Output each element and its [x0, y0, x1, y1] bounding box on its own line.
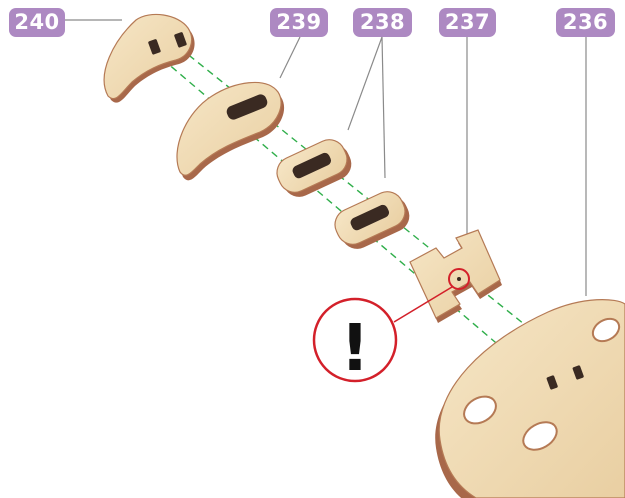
leader-line-239 [280, 37, 300, 78]
exclamation-icon: ! [340, 312, 369, 386]
leader-line-238a [348, 37, 382, 130]
leader-line-238b [382, 37, 385, 178]
part-240 [104, 14, 194, 102]
part-236 [435, 300, 625, 498]
part-239 [177, 82, 284, 180]
warning-callout: ! [314, 299, 396, 386]
part-238-spacer-1 [272, 134, 357, 202]
part-238-spacer-2 [330, 186, 415, 254]
